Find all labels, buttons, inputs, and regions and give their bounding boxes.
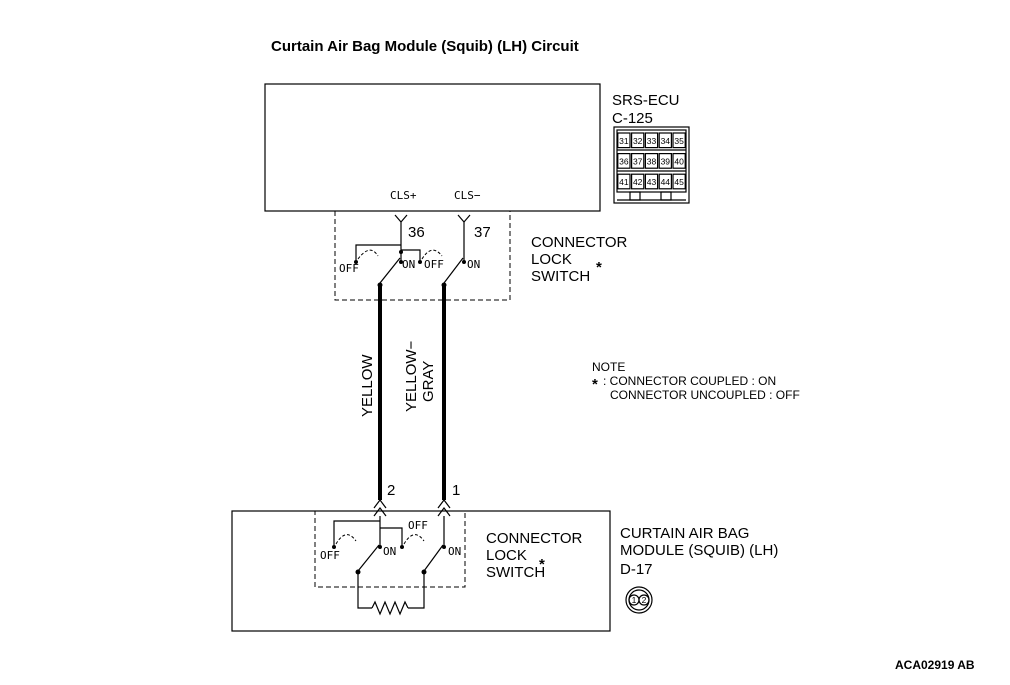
- ecu-pin-cell: [672, 153, 686, 169]
- note-heading: NOTE: [592, 360, 625, 374]
- ecu-pin-cell: [617, 173, 631, 190]
- ecu-pin-cell: [658, 153, 673, 169]
- ecu-pin-cell: [630, 173, 645, 190]
- ecu-pin-number: 43: [647, 177, 657, 187]
- cls-minus-label: CLS−: [454, 189, 481, 202]
- ecu-pin-number: 37: [633, 156, 643, 166]
- ecu-pin-number: 34: [661, 136, 671, 146]
- note-line1: : CONNECTOR COUPLED : ON: [603, 374, 776, 388]
- ecu-pin-number: 38: [647, 156, 657, 166]
- top-switch-off-a: OFF: [339, 262, 359, 275]
- top-switch-on-a: ON: [402, 258, 415, 271]
- module-terminal-2-symbol: [373, 499, 387, 517]
- top-switch-off-b: OFF: [424, 258, 444, 271]
- wire-yellow-gray-label-line1: YELLOW−: [403, 340, 420, 412]
- top-switch-enclosure: [334, 211, 511, 301]
- module-pin-2-label: 2: [387, 482, 395, 499]
- srs-ecu-label: SRS-ECU: [612, 92, 680, 109]
- top-switch-asterisk: *: [596, 259, 602, 276]
- bottom-switch-enclosure: [314, 510, 466, 588]
- ecu-pin-number: 31: [619, 136, 629, 146]
- wire-yellow-gray-label-line2: GRAY: [420, 361, 437, 402]
- top-switch-label-line2: LOCK: [531, 251, 572, 268]
- bottom-switch-off-left: OFF: [320, 549, 340, 562]
- module-connector-pin-2: 2: [642, 595, 647, 605]
- module-name-line1: CURTAIN AIR BAG: [620, 525, 749, 542]
- ecu-pin-cell: [644, 153, 659, 169]
- ecu-pin-cell: [630, 132, 645, 149]
- pin-36-label: 36: [408, 224, 425, 241]
- bottom-switch-label-line1: CONNECTOR: [486, 530, 583, 547]
- pin-37-label: 37: [474, 224, 491, 241]
- ecu-pin-cell: [658, 173, 673, 190]
- bottom-connector-lock-switch: [332, 516, 446, 616]
- ecu-pin-number: 39: [661, 156, 671, 166]
- cls-plus-label: CLS+: [390, 189, 417, 202]
- ecu-pin-cell: [658, 132, 673, 149]
- top-switch-label-line3: SWITCH: [531, 268, 590, 285]
- ecu-pin-cell: [617, 132, 631, 149]
- module-connector-face: 1 2: [625, 586, 653, 614]
- ecu-pin-cell: [617, 153, 631, 169]
- bottom-switch-label-line3: SWITCH: [486, 564, 545, 581]
- module-pin-1-label: 1: [452, 482, 460, 499]
- note-line2: CONNECTOR UNCOUPLED : OFF: [610, 388, 800, 402]
- ecu-pin-cell: [672, 132, 686, 149]
- ecu-pin-number: 35: [674, 136, 684, 146]
- ecu-pin-number: 33: [647, 136, 657, 146]
- srs-ecu-box: [264, 83, 601, 212]
- bottom-switch-asterisk: *: [539, 556, 545, 573]
- ecu-pin-cell: [672, 173, 686, 190]
- ecu-pin-number: 41: [619, 177, 629, 187]
- note-asterisk: *: [592, 376, 598, 393]
- ecu-pin-number: 40: [674, 156, 684, 166]
- module-name-line2: MODULE (SQUIB) (LH): [620, 542, 778, 559]
- ecu-pin-number: 45: [674, 177, 684, 187]
- bottom-switch-on-b: ON: [448, 545, 461, 558]
- terminal-37-symbol: [457, 214, 471, 250]
- ecu-pin-number: 44: [661, 177, 671, 187]
- diagram-title: Curtain Air Bag Module (Squib) (LH) Circ…: [271, 38, 579, 55]
- module-connector-label: D-17: [620, 561, 653, 578]
- top-switch-label-line1: CONNECTOR: [531, 234, 628, 251]
- top-switch-on-b: ON: [467, 258, 480, 271]
- ecu-pin-cell: [644, 173, 659, 190]
- ecu-pin-cell: [644, 132, 659, 149]
- ecu-pin-number: 42: [633, 177, 643, 187]
- srs-ecu-connector-label: C-125: [612, 110, 653, 127]
- bottom-switch-off-top: OFF: [408, 519, 428, 532]
- ecu-pin-number: 32: [633, 136, 643, 146]
- ecu-pin-number: 36: [619, 156, 629, 166]
- ecu-pin-cell: [630, 153, 645, 169]
- figure-code: ACA02919 AB: [895, 658, 975, 672]
- module-connector-pin-1: 1: [632, 595, 637, 605]
- bottom-switch-label-line2: LOCK: [486, 547, 527, 564]
- module-terminal-1-symbol: [437, 499, 451, 517]
- bottom-switch-on-a: ON: [383, 545, 396, 558]
- wire-yellow-label: YELLOW: [359, 354, 376, 417]
